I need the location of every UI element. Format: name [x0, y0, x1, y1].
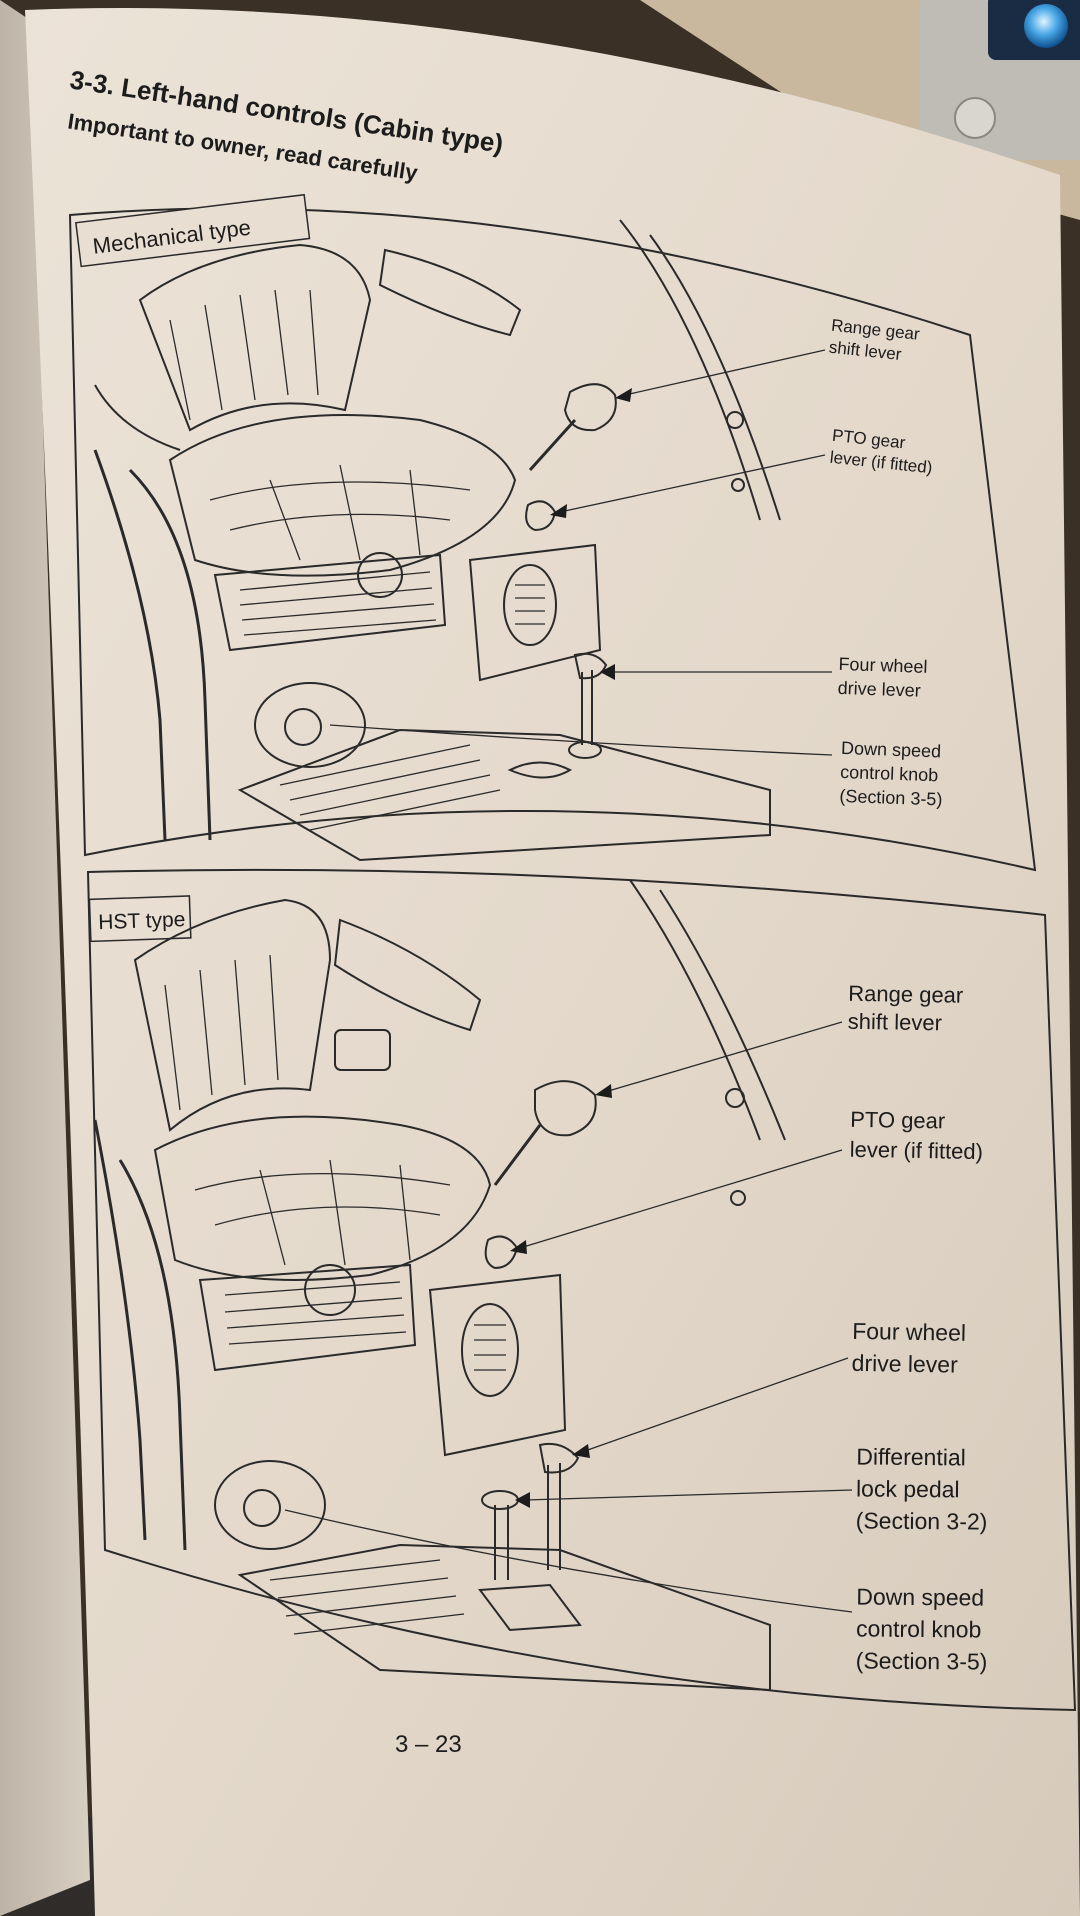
callout-differential-lock-label: (Section 3-2) — [856, 1507, 988, 1534]
figure-hst: HST type — [86, 868, 1077, 1712]
monitor-power-button — [954, 97, 996, 139]
callout-down-speed-label: control knob — [840, 762, 939, 785]
callout-down-speed-label: Down speed — [856, 1583, 984, 1610]
callout-four-wheel-drive-label: Four wheel — [838, 654, 928, 677]
callout-four-wheel-drive-label: drive lever — [851, 1350, 958, 1378]
windows-start-orb-icon — [1024, 4, 1068, 48]
callout-down-speed-label: (Section 3-5) — [856, 1647, 988, 1674]
callout-range-gear-label: shift lever — [848, 1009, 943, 1036]
callout-range-gear-label: Range gear — [848, 981, 963, 1008]
callout-pto-gear-label: PTO gear — [850, 1107, 945, 1134]
callout-down-speed-label: (Section 3-5) — [839, 786, 943, 810]
callout-down-speed-label: control knob — [856, 1615, 982, 1642]
figure-mechanical: Mechanical type — [68, 193, 1037, 872]
callout-differential-lock-label: lock pedal — [856, 1475, 960, 1502]
callout-differential-lock-label: Differential — [856, 1443, 966, 1470]
monitor-corner — [920, 0, 1080, 160]
callout-four-wheel-drive-label: Four wheel — [852, 1318, 966, 1346]
page-number: 3 – 23 — [395, 1731, 462, 1758]
callout-down-speed-label: Down speed — [841, 738, 942, 761]
callout-pto-gear-label: lever (if fitted) — [850, 1137, 984, 1164]
figure-tag-hst: HST type — [98, 908, 186, 934]
left-page-edge — [0, 0, 90, 1916]
callout-four-wheel-drive-label: drive lever — [837, 678, 921, 701]
